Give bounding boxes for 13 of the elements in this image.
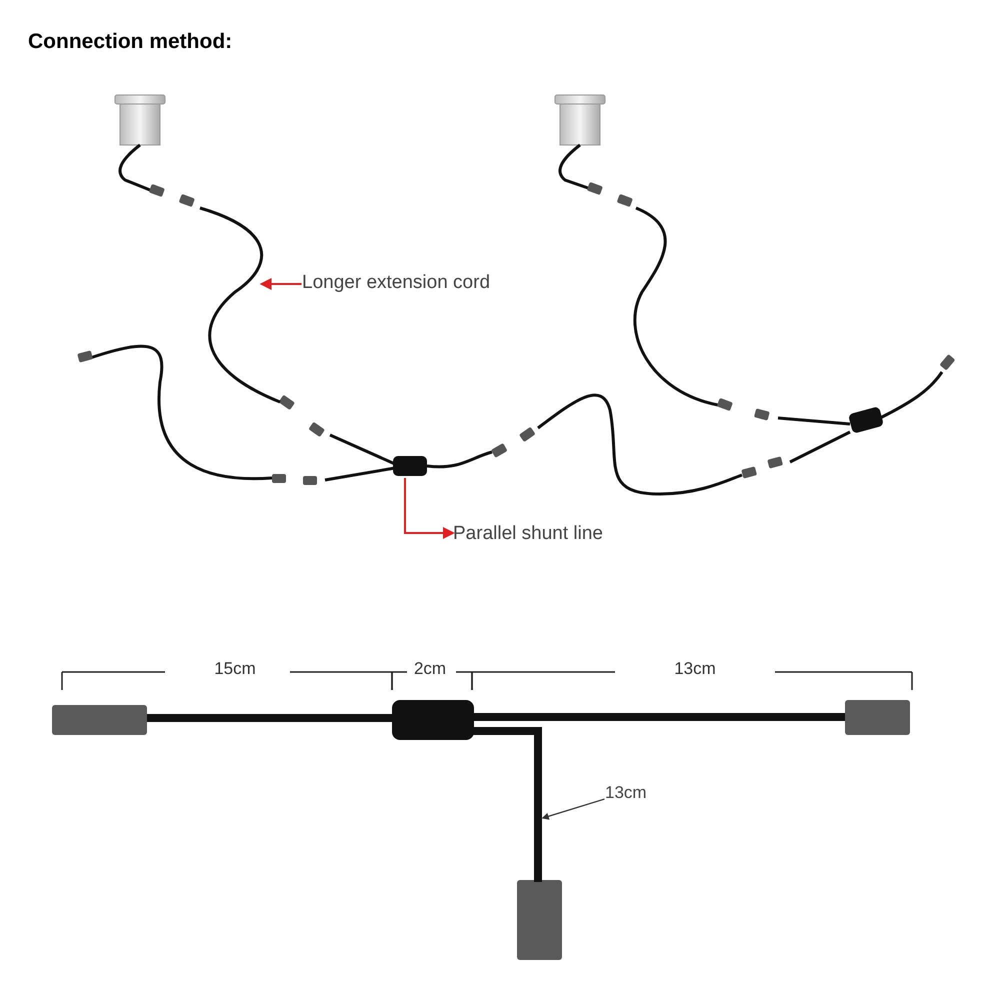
title: Connection method: <box>28 30 232 54</box>
callout-label: Parallel shunt line <box>453 523 603 545</box>
dimension-label: 13cm <box>674 659 716 679</box>
callout-label: Longer extension cord <box>302 272 490 294</box>
leader-line <box>542 798 605 820</box>
dimension-label: 15cm <box>214 659 256 679</box>
dimension-label: 2cm <box>414 659 446 679</box>
shunt-connector <box>393 456 427 476</box>
callout-label: 13cm <box>605 783 647 803</box>
leader-line <box>260 278 302 290</box>
cable-branch <box>472 727 542 882</box>
extension-cord <box>200 206 281 404</box>
leader-line <box>404 478 455 539</box>
